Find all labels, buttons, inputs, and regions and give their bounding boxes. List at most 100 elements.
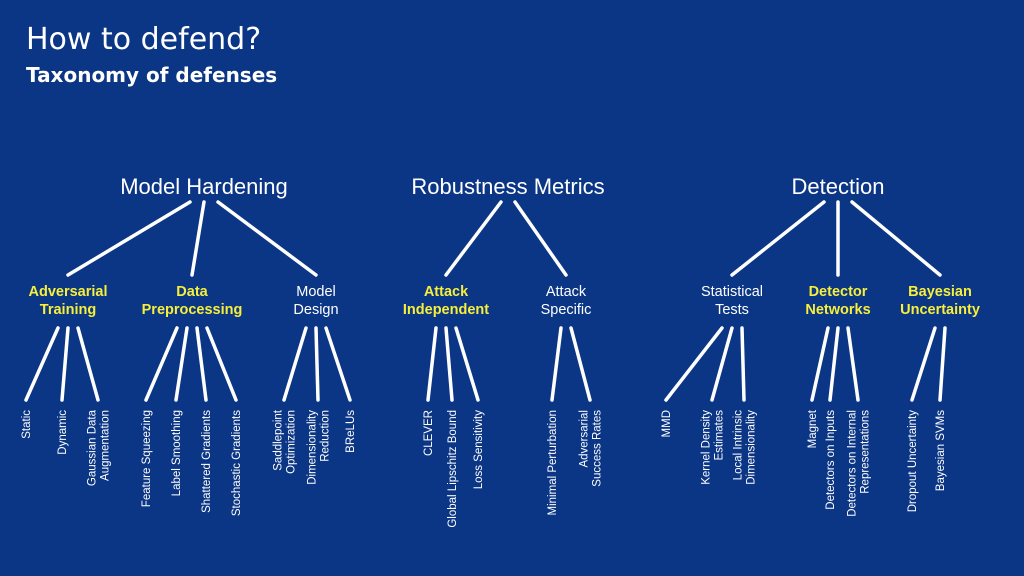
leaf-label: Gaussian Data <box>87 409 99 486</box>
leaf-label: Representations <box>860 410 872 494</box>
edge-adversarial-training-dynamic <box>60 326 70 402</box>
leaf-feature-squeezing: Feature Squeezing <box>141 410 153 507</box>
leaf-magnet: Magnet <box>807 409 819 448</box>
edge-attack-specific-minimal-perturbation <box>550 326 563 402</box>
leaf-stochastic-gradients: Stochastic Gradients <box>231 410 243 516</box>
leaf-loss-sensitivity: Loss Sensitivity <box>473 410 485 490</box>
edge-robustness-metrics-attack-specific <box>513 200 568 277</box>
edge-data-preprocessing-feature-squeezing <box>144 326 179 402</box>
edge-bayesian-uncertainty-bayesian-svms <box>938 326 947 402</box>
edge-statistical-tests-kernel-density-estimates <box>710 326 734 402</box>
leaf-label: Global Lipschitz Bound <box>447 410 459 528</box>
leaf-dynamic: Dynamic <box>57 410 69 455</box>
edge-data-preprocessing-shattered-gradients <box>195 326 208 402</box>
edge-detection-bayesian-uncertainty <box>850 200 942 277</box>
leaf-bayesian-svms: Bayesian SVMs <box>935 410 947 491</box>
edge-bayesian-uncertainty-dropout-uncertainty <box>910 326 937 402</box>
leaf-label: Saddlepoint <box>273 409 285 471</box>
leaf-label: Dimensionality <box>307 410 319 485</box>
slide-subtitle: Taxonomy of defenses <box>26 63 278 87</box>
tree-edges <box>24 200 947 402</box>
edge-robustness-metrics-attack-independent <box>444 200 503 277</box>
leaf-label: Loss Sensitivity <box>473 410 485 490</box>
leaf-clever: CLEVER <box>423 410 435 456</box>
edge-attack-specific-adversarial-success-rates <box>569 326 592 402</box>
leaf-minimal-perturbation: Minimal Perturbation <box>547 410 559 515</box>
leaf-label: CLEVER <box>423 410 435 456</box>
edge-model-hardening-adversarial-training <box>66 200 192 277</box>
edge-model-design-brelus <box>324 326 352 402</box>
leaf-label-smoothing: Label Smoothing <box>171 410 183 496</box>
root-robustness-metrics: Robustness Metrics <box>411 174 604 199</box>
edge-adversarial-training-gaussian-data-augmentation <box>76 326 100 402</box>
leaf-label: Estimates <box>714 410 726 461</box>
edge-attack-independent-global-lipschitz-bound <box>444 326 454 402</box>
leaf-label: Shattered Gradients <box>201 410 213 513</box>
edge-attack-independent-loss-sensitivity <box>454 326 480 402</box>
leaf-label: MMD <box>661 410 673 437</box>
leaf-label: Stochastic Gradients <box>231 410 243 516</box>
leaf-label: Local Intrinsic <box>733 410 745 481</box>
leaf-label: Minimal Perturbation <box>547 410 559 515</box>
edge-model-design-dimensionality-reduction <box>314 326 320 402</box>
leaf-label: Label Smoothing <box>171 410 183 496</box>
leaf-label: Reduction <box>320 410 332 462</box>
edge-adversarial-training-static <box>24 326 60 402</box>
edge-data-preprocessing-stochastic-gradients <box>205 326 238 402</box>
edge-detector-networks-detectors-on-internal-representations <box>846 326 860 402</box>
root-detection: Detection <box>792 174 885 199</box>
edge-detector-networks-magnet <box>810 326 830 402</box>
edge-statistical-tests-local-intrinsic-dimensionality <box>740 326 746 402</box>
leaf-label: Dimensionality <box>746 410 758 485</box>
leaf-label: Bayesian SVMs <box>935 410 947 491</box>
slide-title: How to defend? <box>26 22 262 57</box>
leaf-label: Static <box>21 410 33 439</box>
leaf-brelus: BReLUs <box>345 410 357 453</box>
leaf-label: Feature Squeezing <box>141 410 153 507</box>
edge-model-design-saddlepoint-optimization <box>282 326 308 402</box>
leaf-mmd: MMD <box>661 410 673 437</box>
leaf-label: Magnet <box>807 409 819 448</box>
leaf-label: BReLUs <box>345 410 357 453</box>
edge-model-hardening-model-design <box>216 200 318 277</box>
leaf-static: Static <box>21 410 33 439</box>
edge-statistical-tests-mmd <box>664 326 724 402</box>
leaf-detectors-on-inputs: Detectors on Inputs <box>825 410 837 510</box>
root-model-hardening: Model Hardening <box>120 174 288 199</box>
edge-detection-statistical-tests <box>730 200 826 277</box>
leaf-shattered-gradients: Shattered Gradients <box>201 410 213 513</box>
edge-detector-networks-detectors-on-inputs <box>828 326 840 402</box>
edge-data-preprocessing-label-smoothing <box>174 326 189 402</box>
leaf-label: Dropout Uncertainty <box>907 410 919 513</box>
leaf-global-lipschitz-bound: Global Lipschitz Bound <box>447 410 459 528</box>
leaf-label: Success Rates <box>592 410 604 487</box>
leaf-label: Augmentation <box>100 410 112 481</box>
leaf-label: Kernel Density <box>701 410 713 485</box>
edge-model-hardening-data-preprocessing <box>190 200 206 277</box>
leaf-label: Detectors on Inputs <box>825 410 837 510</box>
leaf-label: Adversarial <box>579 410 591 468</box>
leaf-label: Dynamic <box>57 410 69 455</box>
leaf-label: Detectors on Internal <box>847 410 859 517</box>
edge-attack-independent-clever <box>426 326 438 402</box>
leaf-dropout-uncertainty: Dropout Uncertainty <box>907 410 919 513</box>
leaf-label: Optimization <box>286 410 298 474</box>
